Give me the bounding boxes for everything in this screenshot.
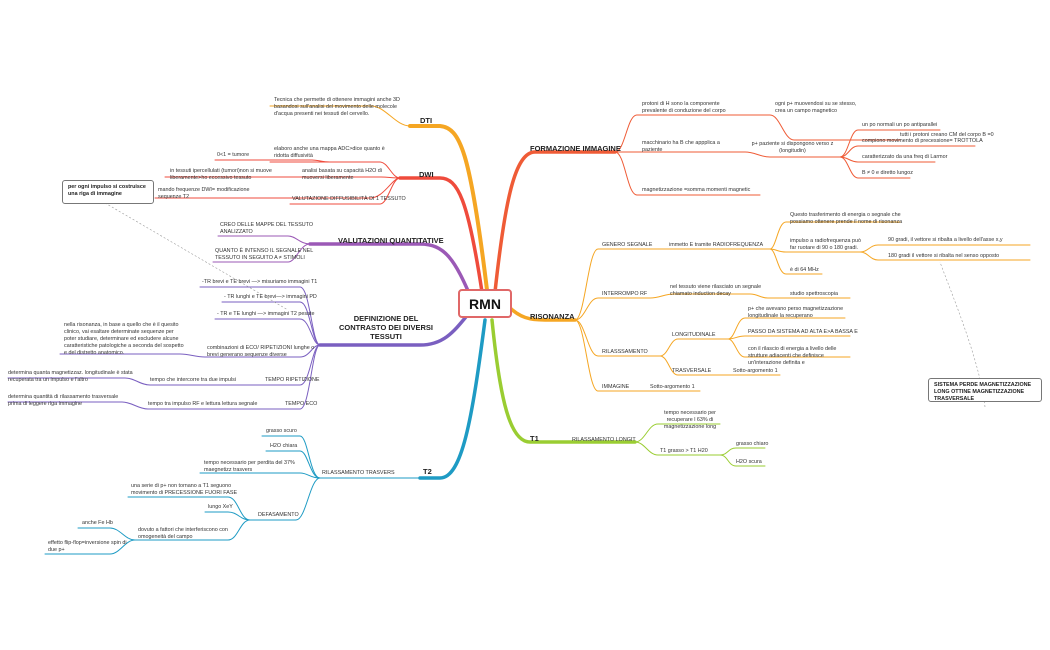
resonance-longit-2: PASSO DA SISTEMA AD ALTA E>A BASSA E [748,329,858,335]
resonance-spectroscopy: studio spettroscopia [790,291,838,297]
resonance-image: IMMAGINE [602,384,630,390]
link-dwi [398,176,484,294]
resonance-decay: nel tessuto viene rilasciato un segnale … [670,284,762,297]
link-dti [408,124,489,292]
formation-b-item-3: caratterizzato da una freq di Larmor [862,154,948,160]
topic-dwi[interactable]: DWI [419,170,434,179]
t2-fat: grasso scuro [266,428,297,434]
resonance-longit-1: p+ che avevano perso magnetizzazione lon… [748,306,844,319]
resonance-transversal: TRASVERSALE [672,368,712,374]
tr-note: determina quanta magnetizzaz. longitudin… [8,370,133,383]
t1-water: H2O scura [736,459,762,465]
dwi-analysis: analisi basata su capacità H2O di muover… [302,168,383,181]
formation-machine: macchinario ha B che appplica a paziente [642,140,720,153]
t1-time: tempo necessario per recuperare l 63% di… [663,410,717,430]
resonance-mhz: è di 64 MHz [790,267,819,273]
t1-compare: T1 grasso > T1 H20 [660,448,708,454]
link-t1 [490,318,637,444]
t2-flip: effetto flip-flop=inversione spin di due… [48,540,127,553]
t2-time: tempo necessario per perdita del 37% mae… [204,460,295,473]
formation-protons: protoni di H sono la componente prevalen… [642,101,726,114]
topic-dti[interactable]: DTI [420,116,433,125]
formation-b-item-1: un po normali un po antiparallei [862,122,938,128]
resonance-image-subtopic: Sotto-argomento 1 [650,384,695,390]
dwi-adc-tumor: 0<1 = tumore [217,152,250,158]
t2-relax: RILASSAMENTO TRASVERS [322,470,395,476]
contrast-t2: - TR e TE lunghi —> immagini T2 pesate [217,311,315,317]
t1-relax: RILASSAMENTO LONGIT [572,437,636,443]
resonance-longit-3: con il rilascio di energia a livello del… [748,346,837,366]
te-label: TEMPO ECO [285,401,318,407]
dwi-adc: elaboro anche una mappa ADC>dice quanto … [274,146,385,159]
topic-t2[interactable]: T2 [423,467,432,476]
callout-arrow-left [104,202,289,311]
resonance-relax: RILASSSAMENTO [602,349,648,355]
t2-factors: dovuto a fattori che interferiscono con … [138,527,228,540]
link-t2 [418,318,487,480]
topic-t1[interactable]: T1 [530,434,539,443]
resonance-transfer: Questo trasferimento di energia o segnal… [790,212,903,225]
topic-formation[interactable]: FORMAZIONE IMMAGINE [530,144,621,153]
t1-fat: grasso chiaro [736,441,769,447]
resonance-longitudinal: LONGITUDINALE [672,332,716,338]
formation-own-field: ogni p+ muovendosi su se stesso, crea un… [775,101,857,114]
contrast-pd: - TR lunghi e TE brevi—> immagini PD [224,294,317,300]
formation-sum: magnetizzazione =somma momenti magnetic [642,187,751,193]
resonance-signal: GENERO SEGNALE [602,242,653,248]
quant-item-intensity: QUANTO È INTENSO IL SEGNALE NEL TESSUTO … [215,248,314,261]
central-topic[interactable]: RMN [458,289,512,318]
resonance-stop-rf: INTERROMPO RF [602,291,648,297]
topic-resonance[interactable]: RISONANZA [530,312,575,321]
tr-label: TEMPO RIPETIZIONE [265,377,320,383]
resonance-subtopic: Sotto-argomento 1 [733,368,778,374]
formation-b-item-4: B ≠ 0 e diretto lungoz [862,170,913,176]
contrast-combos-note: nella risonanza, in base a quello che è … [64,322,184,356]
resonance-rf-send: immetto E tramite RADIOFREQUENZA [669,242,764,248]
resonance-90deg: 90 gradi, il vettore si ribalta a livell… [888,237,1003,243]
dwi-diffusivity: VALUTAZIONE DIFFUSIBILITÀ DI 1 TESSUTO [292,196,406,202]
callout-impulse-row[interactable]: per ogni impulso si costruisce una riga … [62,180,154,204]
dwi-tissue: in tessuti ipercellulati (tumori)non si … [170,168,272,181]
t2-fe: anche Fe Hb [82,520,113,526]
resonance-180deg: 180 gradi il vettore si ribalta nel sens… [888,253,1000,259]
link-quant [308,242,474,302]
callout-magnetization[interactable]: SISTEMA PERDE MAGNETIZZAZIONE LONG OTTIN… [928,378,1042,402]
formation-b-item-2: compiono movimento di precessione= TROTT… [862,138,983,144]
te-note: determina quantità di rilassamento trasv… [8,394,119,407]
topic-contrast[interactable]: DEFINIZIONE DEL CONTRASTO DEI DIVERSI TE… [338,314,434,341]
te-definition: tempo tra impulso RF e lettura lettura s… [148,401,258,407]
t2-water: H2O chiara [270,443,298,449]
dti-description: Tecnica che permette di ottenere immagin… [274,97,400,117]
contrast-combos: combinazioni di ECO/ RIPETIZIONI lunghe … [207,345,315,358]
quant-item-maps: CREO DELLE MAPPE DEL TESSUTO ANALIZZATO [220,222,314,235]
tr-definition: tempo che intercorre tra due impulsi [150,377,236,383]
dwi-sequence: mando frequenze DWI= modificazione seque… [158,187,250,200]
topic-quantitative[interactable]: VALUTAZIONI QUANTITATIVE [338,236,444,245]
t2-dephase-desc: una serie di p+ non tornano a T1 seguono… [131,483,238,496]
formation-patient: p+ paziente si dispongono verso z (longi… [751,141,834,154]
resonance-impulse: impulso a radiofrequenza può far ruotare… [790,238,862,251]
link-formation [493,150,617,294]
contrast-t1: -TR brevi e TE brevi —> misuriamo immagi… [202,279,318,285]
formation-cm: tutti i protoni creano CM del corpo B =0 [900,132,994,138]
t2-xy: lungo XeY [208,504,233,510]
t2-dephase: DEFASAMENTO [258,512,299,518]
